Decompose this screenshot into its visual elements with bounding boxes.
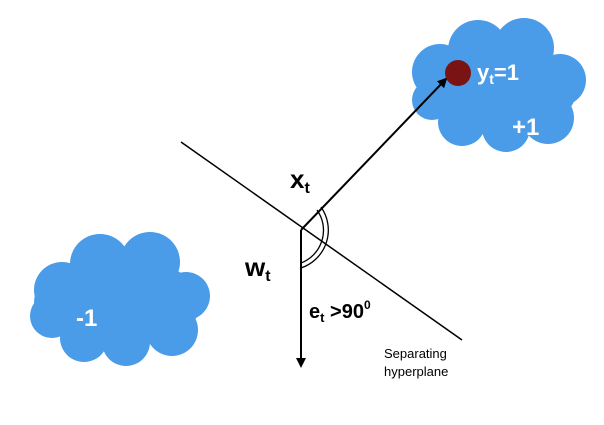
positive-cloud-shape: [412, 18, 586, 152]
negative-class-cloud: -1: [30, 232, 210, 366]
angle-arc-inner: [300, 209, 325, 264]
positive-class-cloud: +1: [412, 18, 586, 152]
negative-class-label: -1: [76, 305, 97, 332]
positive-class-label: +1: [512, 114, 539, 141]
negative-cloud-shape: [30, 232, 210, 366]
vector-x-arrow: [300, 77, 448, 231]
data-point-label: yt=1: [477, 60, 519, 87]
hyperplane-caption-line2: hyperplane: [384, 364, 448, 379]
vector-w-label: wt: [244, 252, 271, 285]
vector-x-label: xt: [290, 164, 310, 197]
angle-arc-outer: [300, 206, 329, 269]
hyperplane-caption-line1: Separating: [384, 346, 447, 361]
data-point: [445, 60, 471, 86]
angle-label: et >900: [309, 298, 371, 325]
